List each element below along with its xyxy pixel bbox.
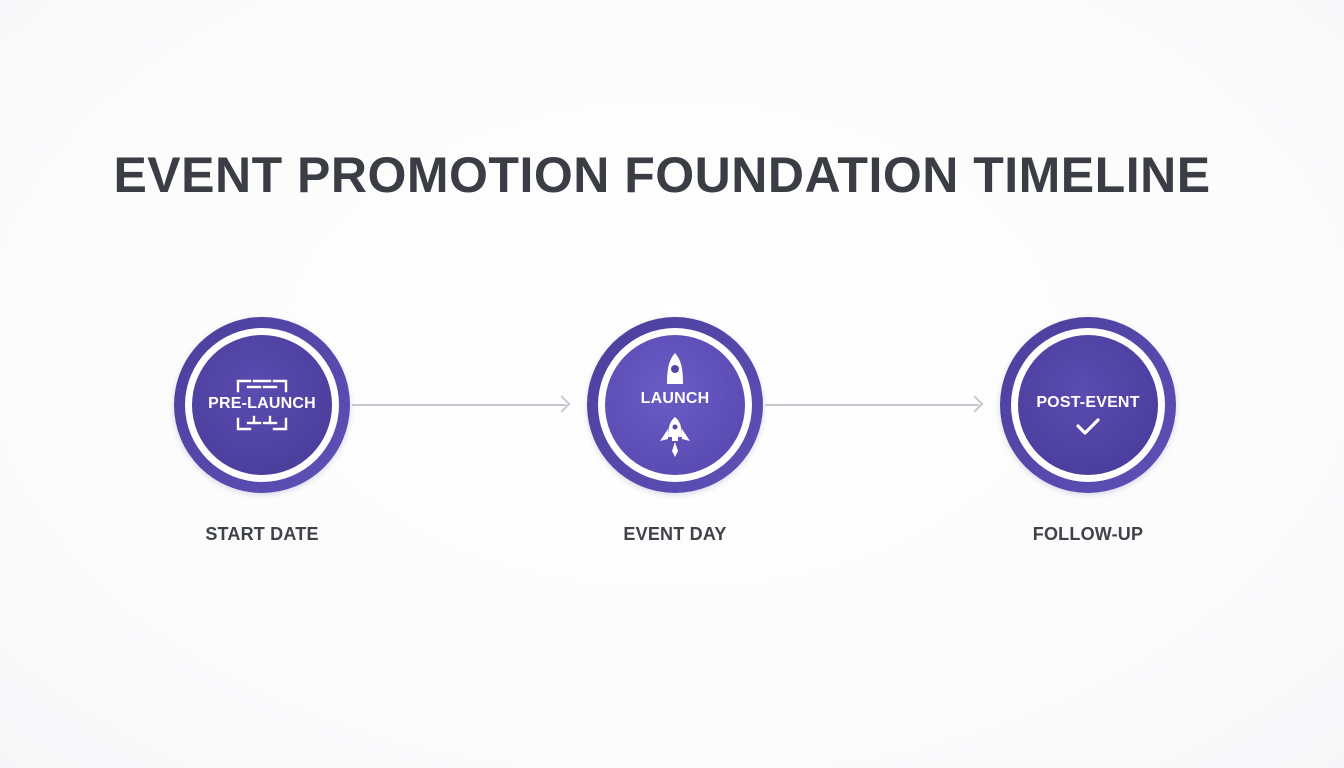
milestone-core: LAUNCH [605, 335, 745, 475]
milestone-pre-launch: PRE-LAUNCH [174, 317, 350, 493]
calendar-bracket-icon [236, 379, 288, 431]
connector-arrow-2 [765, 395, 984, 413]
milestone-label: POST-EVENT [1036, 394, 1140, 411]
rocket-icon [660, 417, 690, 457]
milestone-caption-follow-up: FOLLOW-UP [1032, 524, 1144, 544]
milestone-caption-start-date: START DATE [205, 524, 319, 544]
milestone-caption-event-day: EVENT DAY [623, 524, 727, 544]
page-title: EVENT PROMOTION FOUNDATION TIMELINE [113, 147, 1211, 203]
milestone-launch: LAUNCH [587, 317, 763, 493]
milestone-core: PRE-LAUNCH [192, 335, 332, 475]
rocket-nose-icon [667, 353, 683, 384]
milestone-core: POST-EVENT [1018, 335, 1158, 475]
connector-arrow-1 [352, 395, 571, 413]
milestone-post-event: POST-EVENT [1000, 317, 1176, 493]
arrowhead-1 [553, 395, 571, 413]
milestone-label: LAUNCH [640, 390, 710, 407]
arrowhead-2 [966, 395, 984, 413]
checkmark-icon [1076, 418, 1100, 435]
milestone-label: PRE-LAUNCH [208, 395, 316, 412]
